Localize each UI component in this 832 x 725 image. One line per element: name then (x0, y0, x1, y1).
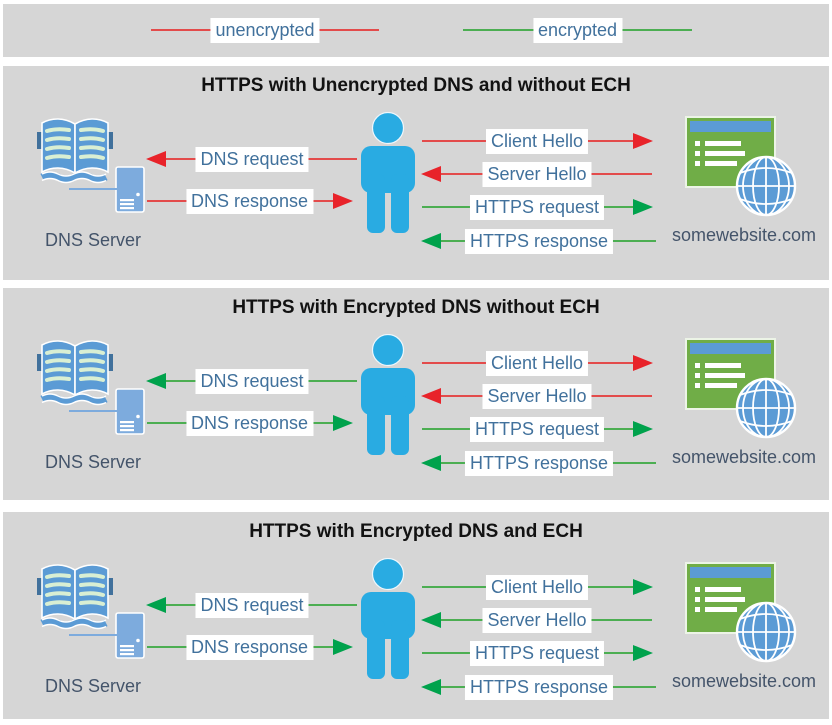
dns-database-book-icon (37, 338, 113, 406)
website-caption: somewebsite.com (671, 671, 817, 691)
arrow-server-hello: Server Hello (421, 384, 653, 409)
message-label: HTTPS request (469, 417, 605, 442)
legend-item-encrypted: encrypted (462, 18, 693, 43)
message-label: Server Hello (482, 608, 592, 633)
legend-label-unencrypted: unencrypted (210, 18, 320, 43)
arrow-https-request: HTTPS request (421, 417, 653, 442)
arrow-client-hello: Client Hello (421, 351, 653, 376)
arrowhead-icon (633, 355, 653, 371)
arrow-dns-request: DNS request (146, 593, 358, 618)
arrowhead-icon (421, 166, 441, 182)
message-label: HTTPS request (469, 195, 605, 220)
arrowhead-icon (333, 193, 353, 209)
message-label: Client Hello (485, 575, 589, 600)
panel-https-unencrypted-dns-without-ech: HTTPS with Unencrypted DNS and without E… (3, 66, 829, 280)
arrowhead-icon (146, 151, 166, 167)
message-label: DNS response (185, 411, 314, 436)
message-label: Client Hello (485, 351, 589, 376)
dns-server-icon (115, 388, 145, 435)
user-person-icon (358, 558, 418, 680)
panel-https-encrypted-dns-and-ech: HTTPS with Encrypted DNS and ECH DNS Ser… (3, 512, 829, 719)
arrow-dns-response: DNS response (146, 411, 353, 436)
message-label: Server Hello (482, 384, 592, 409)
website-icon (684, 337, 799, 440)
message-label: DNS request (195, 369, 309, 394)
arrowhead-icon (333, 415, 353, 431)
arrow-https-response: HTTPS response (421, 675, 657, 700)
arrow-dns-response: DNS response (146, 189, 353, 214)
message-label: HTTPS response (464, 451, 614, 476)
arrowhead-icon (421, 612, 441, 628)
arrowhead-icon (633, 199, 653, 215)
legend-label-encrypted: encrypted (532, 18, 623, 43)
legend-item-unencrypted: unencrypted (150, 18, 380, 43)
panel-title: HTTPS with Encrypted DNS and ECH (249, 521, 583, 542)
panel-title: HTTPS with Encrypted DNS without ECH (232, 297, 600, 318)
message-label: HTTPS request (469, 641, 605, 666)
dns-server-caption: DNS Server (44, 452, 142, 472)
dns-server-caption: DNS Server (44, 230, 142, 250)
dns-database-book-icon (37, 116, 113, 184)
book-server-connector-line (69, 188, 117, 190)
message-label: Client Hello (485, 129, 589, 154)
arrowhead-icon (421, 455, 441, 471)
message-label: DNS request (195, 147, 309, 172)
message-label: HTTPS response (464, 229, 614, 254)
arrow-dns-response: DNS response (146, 635, 353, 660)
arrowhead-icon (421, 233, 441, 249)
arrow-dns-request: DNS request (146, 369, 358, 394)
message-label: DNS response (185, 189, 314, 214)
message-label: HTTPS response (464, 675, 614, 700)
website-caption: somewebsite.com (671, 225, 817, 245)
website-icon (684, 561, 799, 664)
arrowhead-icon (633, 579, 653, 595)
website-caption: somewebsite.com (671, 447, 817, 467)
dns-database-book-icon (37, 562, 113, 630)
arrowhead-icon (633, 421, 653, 437)
arrowhead-icon (146, 597, 166, 613)
user-person-icon (358, 112, 418, 234)
arrowhead-icon (333, 639, 353, 655)
panel-title: HTTPS with Unencrypted DNS and without E… (201, 75, 631, 96)
panel-https-encrypted-dns-without-ech: HTTPS with Encrypted DNS without ECH DNS… (3, 288, 829, 500)
arrowhead-icon (633, 645, 653, 661)
arrow-https-request: HTTPS request (421, 195, 653, 220)
arrow-client-hello: Client Hello (421, 129, 653, 154)
dns-server-icon (115, 166, 145, 213)
arrowhead-icon (421, 388, 441, 404)
arrow-https-response: HTTPS response (421, 229, 657, 254)
dns-server-caption: DNS Server (44, 676, 142, 696)
arrow-dns-request: DNS request (146, 147, 358, 172)
book-server-connector-line (69, 634, 117, 636)
arrow-server-hello: Server Hello (421, 608, 653, 633)
arrow-server-hello: Server Hello (421, 162, 653, 187)
website-icon (684, 115, 799, 218)
arrowhead-icon (421, 679, 441, 695)
arrow-https-request: HTTPS request (421, 641, 653, 666)
message-label: Server Hello (482, 162, 592, 187)
dns-server-icon (115, 612, 145, 659)
book-server-connector-line (69, 410, 117, 412)
arrowhead-icon (146, 373, 166, 389)
message-label: DNS response (185, 635, 314, 660)
arrow-https-response: HTTPS response (421, 451, 657, 476)
user-person-icon (358, 334, 418, 456)
arrow-client-hello: Client Hello (421, 575, 653, 600)
message-label: DNS request (195, 593, 309, 618)
arrowhead-icon (633, 133, 653, 149)
legend-bar: unencrypted encrypted (3, 4, 829, 57)
